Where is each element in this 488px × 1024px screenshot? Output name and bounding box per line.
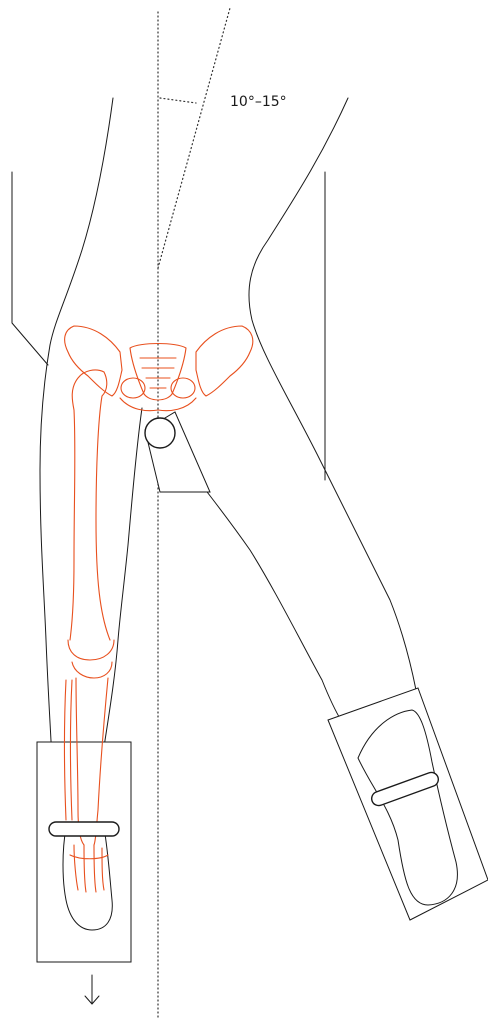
left-side-board <box>12 172 48 365</box>
pelvis-left-ilium <box>65 326 122 396</box>
body-outline-right <box>249 98 420 720</box>
body-outline-left <box>40 98 113 760</box>
pelvis-right-ilium <box>196 326 253 396</box>
left-ankle-strap <box>49 822 119 836</box>
angle-label: 10°–15° <box>230 94 287 110</box>
leg-inner-outline <box>102 408 142 760</box>
femur <box>70 370 110 640</box>
tilted-axis-reference <box>158 8 230 268</box>
arrow-down-icon <box>85 975 99 1004</box>
angle-marker <box>160 98 196 103</box>
perineal-post <box>145 418 175 448</box>
knee-joint <box>68 640 114 678</box>
